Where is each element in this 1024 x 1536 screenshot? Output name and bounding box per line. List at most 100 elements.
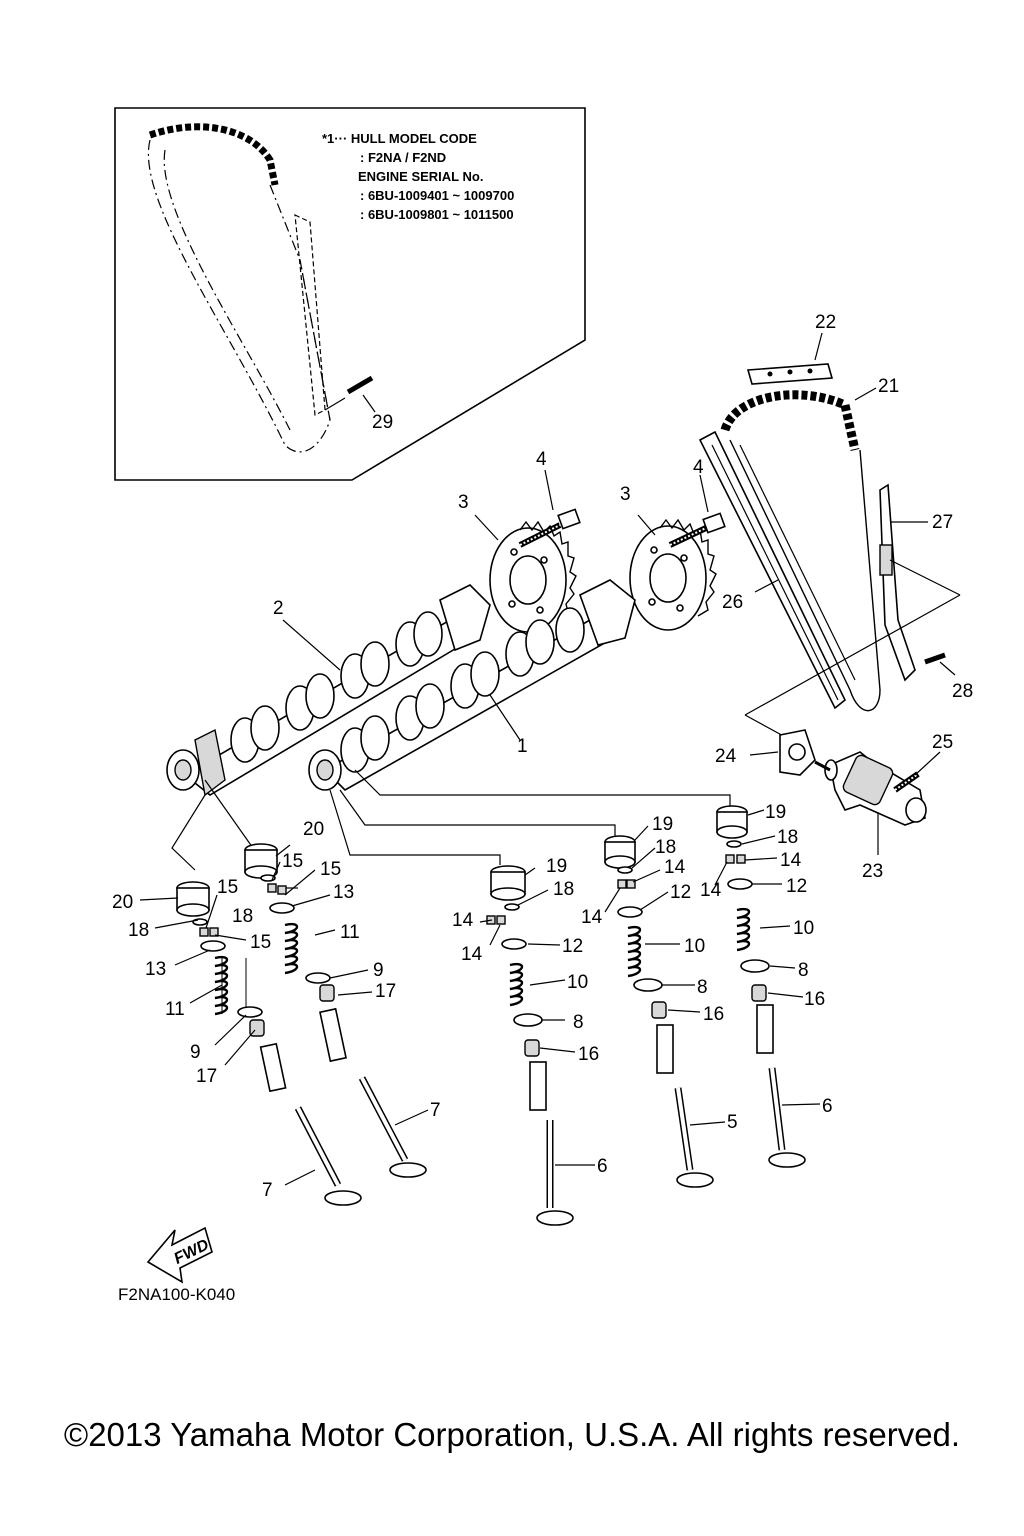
camshaft-2 (166, 584, 491, 797)
callout-11b: 11 (165, 999, 185, 1020)
callout-12c: 12 (562, 936, 583, 957)
valve-lifter-20a (176, 881, 210, 917)
cam-sprocket-left (489, 520, 577, 633)
callout-5: 5 (727, 1112, 738, 1133)
callout-2: 2 (273, 598, 284, 619)
tensioner-bolt (893, 771, 920, 793)
callout-29: 29 (372, 412, 393, 433)
callout-13a: 13 (333, 882, 354, 903)
inset-timing-chain (147, 123, 331, 453)
inset-line-5: : 6BU-1009801 ~ 1011500 (360, 207, 514, 222)
callout-8b: 8 (697, 977, 708, 998)
callout-18c: 18 (553, 879, 574, 900)
callout-10b: 10 (684, 936, 705, 957)
callout-12b: 12 (670, 882, 691, 903)
chain-guide-plate (746, 363, 834, 385)
callout-6b: 6 (597, 1156, 608, 1177)
inset-line-2: : F2NA / F2ND (360, 150, 446, 165)
callout-14a: 14 (780, 850, 802, 871)
chain-guide-front (698, 430, 846, 710)
copyright-notice: ©2013 Yamaha Motor Corporation, U.S.A. A… (63, 1416, 961, 1453)
callout-7a: 7 (430, 1100, 441, 1121)
valve-7a (294, 1106, 362, 1206)
spring-retainers-group (200, 878, 753, 952)
callout-14c: 14 (700, 880, 722, 901)
valve-springs-group (214, 907, 751, 1016)
callout-18b: 18 (655, 837, 676, 858)
callout-19a: 19 (765, 802, 786, 823)
sprocket-bolt-right (668, 512, 726, 548)
callout-15b: 15 (320, 859, 341, 880)
callout-1: 1 (517, 736, 528, 757)
callout-18e: 18 (128, 920, 149, 941)
inset-line-4: : 6BU-1009401 ~ 1009700 (360, 188, 514, 203)
callout-16c: 16 (578, 1044, 599, 1065)
callout-11a: 11 (340, 922, 360, 943)
callout-6a: 6 (822, 1096, 833, 1117)
callout-3a: 3 (458, 492, 469, 513)
valve-lifter-19a (490, 865, 526, 901)
chain-tensioner-guide (879, 483, 916, 682)
diagram-code: F2NA100-K040 (118, 1285, 235, 1304)
callout-8c: 8 (573, 1012, 584, 1033)
callout-28: 28 (952, 681, 973, 702)
valve-6a (536, 1120, 574, 1226)
valve-lifter-19c (716, 805, 748, 839)
callout-15c: 15 (217, 877, 238, 898)
camshaft-1 (308, 579, 636, 791)
inset-box: *1··· HULL MODEL CODE : F2NA / F2ND ENGI… (114, 107, 586, 481)
callout-labels: 22 21 27 26 28 25 24 23 4 4 3 3 2 1 20 2… (112, 312, 973, 1201)
cam-chain-tensioner (814, 751, 927, 826)
callout-8a: 8 (798, 960, 809, 981)
callout-9b: 9 (190, 1042, 201, 1063)
callout-18a: 18 (777, 827, 798, 848)
callout-23: 23 (862, 861, 883, 882)
callout-21: 21 (878, 376, 899, 397)
callout-14e: 14 (452, 910, 474, 931)
sprocket-bolt-left (518, 508, 581, 548)
fwd-arrow: FWD (146, 1226, 213, 1284)
callout-3b: 3 (620, 484, 631, 505)
spring-seats-group (237, 959, 770, 1027)
callout-14b: 14 (664, 857, 686, 878)
callout-9a: 9 (373, 960, 384, 981)
callout-15d: 15 (250, 932, 271, 953)
stem-seals-group (249, 984, 767, 1057)
valve-6b (768, 1067, 806, 1168)
callout-13b: 13 (145, 959, 166, 980)
callout-4b: 4 (693, 457, 704, 478)
inset-line-3: ENGINE SERIAL No. (358, 169, 483, 184)
valve-lifter-19b (604, 835, 636, 869)
callout-15a: 15 (282, 851, 303, 872)
callout-16a: 16 (804, 989, 825, 1010)
callout-16b: 16 (703, 1004, 724, 1025)
callout-22: 22 (815, 312, 836, 333)
callout-17a: 17 (375, 981, 396, 1002)
tensioner-pin (924, 652, 946, 665)
valve-guides-group (259, 1004, 774, 1111)
callout-20a: 20 (303, 819, 324, 840)
callout-10a: 10 (793, 918, 814, 939)
callout-4a: 4 (536, 449, 547, 470)
inset-line-1: *1··· HULL MODEL CODE (322, 131, 477, 146)
callout-14f: 14 (461, 944, 483, 965)
callout-19b: 19 (652, 814, 673, 835)
callout-26: 26 (722, 592, 743, 613)
leader-lines (139, 809, 821, 1186)
callout-25: 25 (932, 732, 953, 753)
callout-20b: 20 (112, 892, 133, 913)
callout-10c: 10 (567, 972, 588, 993)
callout-17b: 17 (196, 1066, 217, 1087)
valve-7b (358, 1076, 427, 1178)
callout-12a: 12 (786, 876, 807, 897)
callout-18d: 18 (232, 906, 253, 927)
valve-lifter-20b (244, 843, 278, 879)
callout-19c: 19 (546, 856, 567, 877)
shim-18-group (192, 840, 742, 926)
cam-sprocket-right (629, 518, 717, 631)
callout-7b: 7 (262, 1180, 273, 1201)
callout-27: 27 (932, 512, 953, 533)
valve-5 (674, 1087, 714, 1188)
timing-chain (720, 390, 881, 712)
